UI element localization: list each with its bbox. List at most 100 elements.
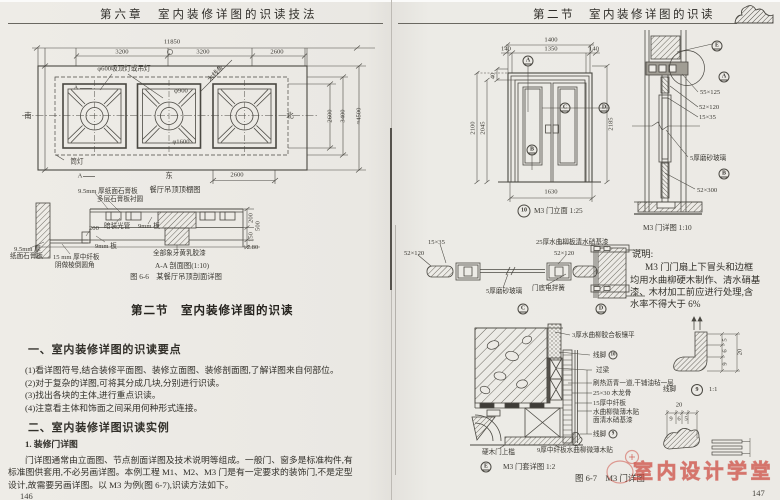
hsect-spring-label: 门底电拌簧 — [532, 285, 565, 292]
detail-marker-e-vsect: E — [711, 40, 723, 52]
notes-line-1: M3 门门扇上下冒头和边框 — [645, 263, 754, 273]
watermark-mascot-icon — [606, 449, 640, 484]
elev-dim-1400: 1400 — [544, 36, 558, 44]
ceiling-plan-drawing — [22, 45, 375, 184]
plan-phi1600: φ1600 — [172, 138, 190, 146]
door-elevation-drawing — [474, 42, 610, 202]
hsect-dim-52x120-l: 52×120 — [404, 250, 425, 257]
vsect-dim-52x300: 52×300 — [697, 187, 718, 194]
plan-east-label: 东 — [165, 170, 173, 180]
vsect-dim-52x120: 52×120 — [699, 104, 720, 111]
plan-dim-r1: 2600 — [326, 109, 334, 123]
plan-dim-3: 2600 — [270, 48, 284, 56]
elev-dim-2100: 2100 — [469, 121, 477, 135]
plan-section-mark-a-top: A — [73, 84, 79, 92]
list-item-3: (3)找出各块的主体,进行重点识读。 — [25, 390, 161, 400]
left-section-heading: 第二节 室内装修详图的识读 — [131, 305, 294, 317]
sect-level: +2.80 — [243, 244, 259, 251]
corner-veneer-label-2: 面清水硝基漆 — [593, 416, 633, 424]
list-item-1: (1)看详图符号,结合装修平面图、装修立面图、装修剖面图,了解详图来自何部位。 — [25, 365, 339, 375]
vsect-dim-55x125: 55×125 — [700, 89, 721, 96]
left-sec1-title: 一、室内装修详图的识读要点 — [28, 344, 182, 356]
sect-caption-1: A-A 剖面图(1:10) — [154, 260, 210, 270]
elev-dim-40: 40 — [489, 72, 497, 80]
corner-ply-label: 3厚水曲柳胶合板镶平 — [572, 332, 635, 339]
mould-dim-9: 9 — [721, 362, 729, 366]
plan-dim-1: 3200 — [115, 48, 129, 56]
mould-dim-5: 5 — [721, 338, 729, 342]
elev-dim-2185: 2185 — [607, 117, 615, 131]
detail-marker-d: D — [595, 303, 607, 315]
elev-dim-2045: 2045 — [479, 121, 487, 135]
left-header-rule — [8, 23, 383, 24]
detail-marker-b-vsect: B — [718, 168, 730, 180]
vsect-dim-15x35: 15×35 — [699, 114, 716, 121]
sect-paint-label: 全部象牙黄乳胶漆 — [153, 250, 206, 257]
mould-dim-9b: 9 — [669, 415, 673, 423]
sect-caption-2: 图 6-6 某餐厅吊顶剖面详图 — [130, 271, 222, 281]
list-item-2: (2)对于复杂的详图,可将其分成几块,分别进行识读。 — [25, 377, 225, 388]
sect-mdf-label-1: 15 mm 厚中纤板 — [53, 254, 100, 261]
elev-dim-140r: 140 — [589, 44, 599, 52]
corner-asphalt-label: 刷热沥青一道,干铺油毡一层 — [593, 380, 674, 387]
mould-label: 线脚 — [663, 386, 677, 393]
plan-dim-total: 11850 — [163, 38, 181, 46]
sect-board9b-label: 9mm 板 — [95, 243, 117, 250]
detail-marker-c-elev: C — [559, 102, 571, 114]
mould-number: 9 — [691, 384, 703, 396]
left-sub-title: 1. 装修门详图 — [25, 439, 78, 449]
corner-moulding9-number: 9 — [608, 429, 618, 439]
hsect-ash-label: 25厚水曲柳板清水硝基漆 — [536, 239, 609, 246]
right-page-header: 第二节 室内装修详图的识读 — [533, 9, 715, 21]
hsect-glass-label: 5厚磨砂玻璃 — [486, 288, 523, 295]
notes-line-4: 水率不得大于 6% — [630, 299, 701, 310]
figure-caption: 图 6-7 M3 门详图 — [575, 473, 645, 483]
elev-dim-140l: 140 — [501, 44, 511, 52]
plan-dim-2: 3200 — [196, 48, 210, 56]
elev-caption: M3 门立面 1:25 — [534, 206, 583, 215]
hsect-dim-52x120-r: 52×120 — [554, 250, 575, 257]
mould-dim-20: 20 — [736, 348, 744, 356]
elev-dim-1630: 1630 — [544, 188, 558, 196]
mould-dim-6b: 6 — [677, 415, 681, 423]
plan-caption: 餐厅吊顶顶棚图 — [149, 184, 201, 194]
spine-shadow — [390, 128, 392, 290]
corner-sill-label: 硬木门上槛 — [482, 449, 515, 456]
plan-north-label: 北 — [286, 110, 294, 120]
elev-caption-number: 10 — [517, 204, 531, 218]
corner-caption: M3 门套详图 1:2 — [503, 462, 556, 471]
left-page-number: 146 — [20, 491, 33, 500]
corner-ornament — [734, 5, 774, 24]
sect-board9a-label: 9mm 板 — [138, 223, 160, 230]
door-vertical-section-drawing — [632, 30, 713, 215]
mould-dim-6: 6 — [721, 349, 729, 353]
sect-hidden-light-label: 暗装光管 — [104, 223, 131, 230]
plan-dim-bottom: 2600 — [230, 171, 244, 179]
right-page-number: 147 — [752, 488, 765, 498]
corner-beam-label: 过梁 — [596, 367, 610, 374]
door-frame-corner-detail-drawing — [470, 323, 592, 449]
door-horizontal-section-drawing — [417, 242, 645, 299]
notes-line-2: 均用水曲柳硬木制作、清水硝基 — [630, 275, 761, 286]
notes-line-3: 漆、木材加工前应进行处理,含 — [630, 287, 754, 298]
corner-joist-label: 25×30 木龙骨 — [593, 390, 632, 397]
notes-title: 说明: — [632, 250, 654, 260]
hsect-dim-15x35: 15×35 — [428, 239, 445, 246]
plan-section-mark-a-bottom: A — [77, 172, 83, 180]
scan-edge-bottom — [0, 0, 780, 2]
mould-scale: 1:1 — [709, 386, 718, 393]
detail-marker-c: C — [517, 303, 529, 315]
plan-dim-r3: ≈4500 — [355, 107, 363, 125]
plan-south-label: 南 — [24, 110, 32, 120]
watermark-text: 室内设计学堂 — [633, 461, 774, 484]
plan-downlight-label: 筒灯 — [70, 158, 84, 166]
elev-dim-1350: 1350 — [544, 44, 558, 52]
sect-gypsum-left-label-2: 纸面石膏板 — [10, 253, 43, 260]
ceiling-section-drawing — [29, 192, 260, 259]
moulding-profile-drawing — [663, 316, 751, 457]
sect-dim-500: 500 — [254, 221, 262, 231]
detail-marker-e: E — [480, 461, 492, 473]
para-line-1: 门详图通常由立面图、节点剖面详图及技术说明等组成。一般门、窗多是标准构件,有 — [25, 454, 353, 465]
vsect-glass-label: 5厚磨砂玻璃 — [690, 155, 727, 162]
